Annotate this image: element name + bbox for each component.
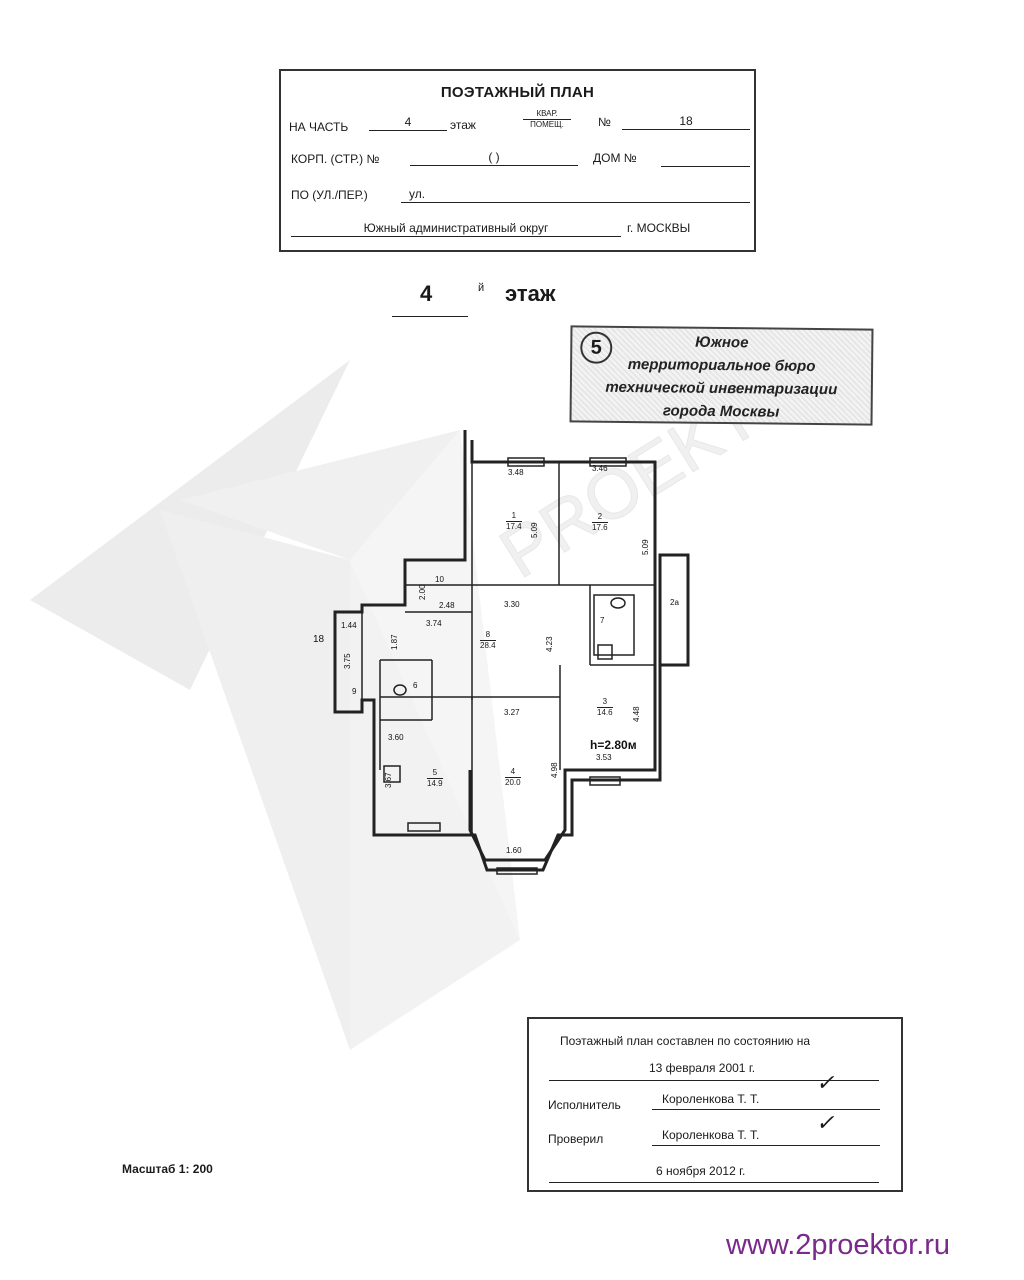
ispolnitel-underline [652,1109,880,1110]
ispolnitel-label: Исполнитель [548,1098,621,1112]
dim-label: 1.87 [390,634,399,650]
dom-label: ДОМ № [593,151,637,165]
room-9-label: 9 [352,687,357,696]
floor-word: этаж [505,281,556,306]
ispolnitel-signature: ✓ [816,1071,835,1096]
room-area: 17.4 [506,522,522,531]
street-field: ул. [401,187,750,203]
floor-number: 4 [420,281,433,306]
dim-label: 2.48 [439,601,455,610]
kvar-label: КВАР. [523,109,571,120]
room-number: 1 [506,511,522,522]
number-label: № [598,115,611,129]
proveril-name: Короленкова Т. Т. [662,1128,760,1142]
korp-field: ( ) [410,150,578,166]
dim-label: 2.00 [418,584,427,600]
apartment-18-label: 18 [313,634,325,645]
dim-label: 3.75 [343,653,352,669]
status-line: Поэтажный план составлен по состоянию на [560,1034,811,1048]
pomesch-label: ПОМЕЩ. [530,120,564,129]
room-area: 20.0 [505,778,521,787]
dim-label: 3.27 [504,708,520,717]
room-number: 4 [505,767,521,778]
form-title: ПОЭТАЖНЫЙ ПЛАН [440,84,595,101]
dim-label: 4.23 [545,636,554,652]
signing-date-underline [549,1182,879,1183]
proveril-signature: ✓ [816,1111,835,1136]
room-number: 5 [427,768,443,779]
street-label: ПО (УЛ./ПЕР.) [291,188,368,202]
district-field: Южный административный округ [291,221,621,237]
room-2a-label: 2а [670,598,679,607]
kvar-pomesch-fraction: КВАР. ПОМЕЩ. [523,109,571,130]
dim-label: 3.46 [592,464,608,473]
room-7-label: 7 [600,616,605,625]
room-area: 14.6 [597,708,613,717]
dim-label: 3.48 [508,468,524,477]
korp-label: КОРП. (СТР.) № [291,152,380,166]
na-chast-label: НА ЧАСТЬ [289,120,349,134]
etazh-label: этаж [450,118,476,132]
dim-label: 1.60 [506,846,522,855]
proveril-label: Проверил [548,1132,604,1146]
ceiling-height-label: h=2.80м [590,738,637,752]
certification-box: Поэтажный план составлен по состоянию на… [527,1017,903,1192]
room-number: 3 [597,697,613,708]
date-underline [549,1080,879,1081]
scale-label: Масштаб 1: 200 [122,1162,213,1176]
city-label: г. МОСКВЫ [627,221,691,235]
dim-label: 4.98 [550,762,559,778]
room-area: 17.6 [592,523,608,532]
proveril-underline [652,1145,880,1146]
apartment-number-field: 18 [622,114,750,130]
room-10-label: 10 [435,575,444,584]
website-link[interactable]: www.2proektor.ru [726,1229,951,1261]
dim-label: 3.30 [504,600,520,609]
floor-underline [392,316,468,317]
dim-label: 3.67 [384,772,393,788]
room-area: 28.4 [480,641,496,650]
dim-label: 3.74 [426,619,442,628]
dim-label: 5.09 [530,522,539,538]
room-number: 8 [480,630,496,641]
room-area: 14.9 [427,779,443,788]
room-number: 2 [592,512,608,523]
room-6-label: 6 [413,681,418,690]
dim-label: 3.53 [596,753,612,762]
dim-label: 5.09 [641,539,650,555]
header-form: ПОЭТАЖНЫЙ ПЛАН НА ЧАСТЬ 4 этаж КВАР. ПОМ… [279,69,756,252]
floor-suffix: й [478,282,485,294]
dom-field [661,151,750,167]
dim-label: 4.48 [632,706,641,722]
signing-date: 6 ноября 2012 г. [656,1164,746,1178]
dim-label: 3.60 [388,733,404,742]
status-date: 13 февраля 2001 г. [649,1061,756,1075]
dim-label: 1.44 [341,621,357,630]
floor-field: 4 [369,115,447,131]
ispolnitel-name: Короленкова Т. Т. [662,1092,760,1106]
